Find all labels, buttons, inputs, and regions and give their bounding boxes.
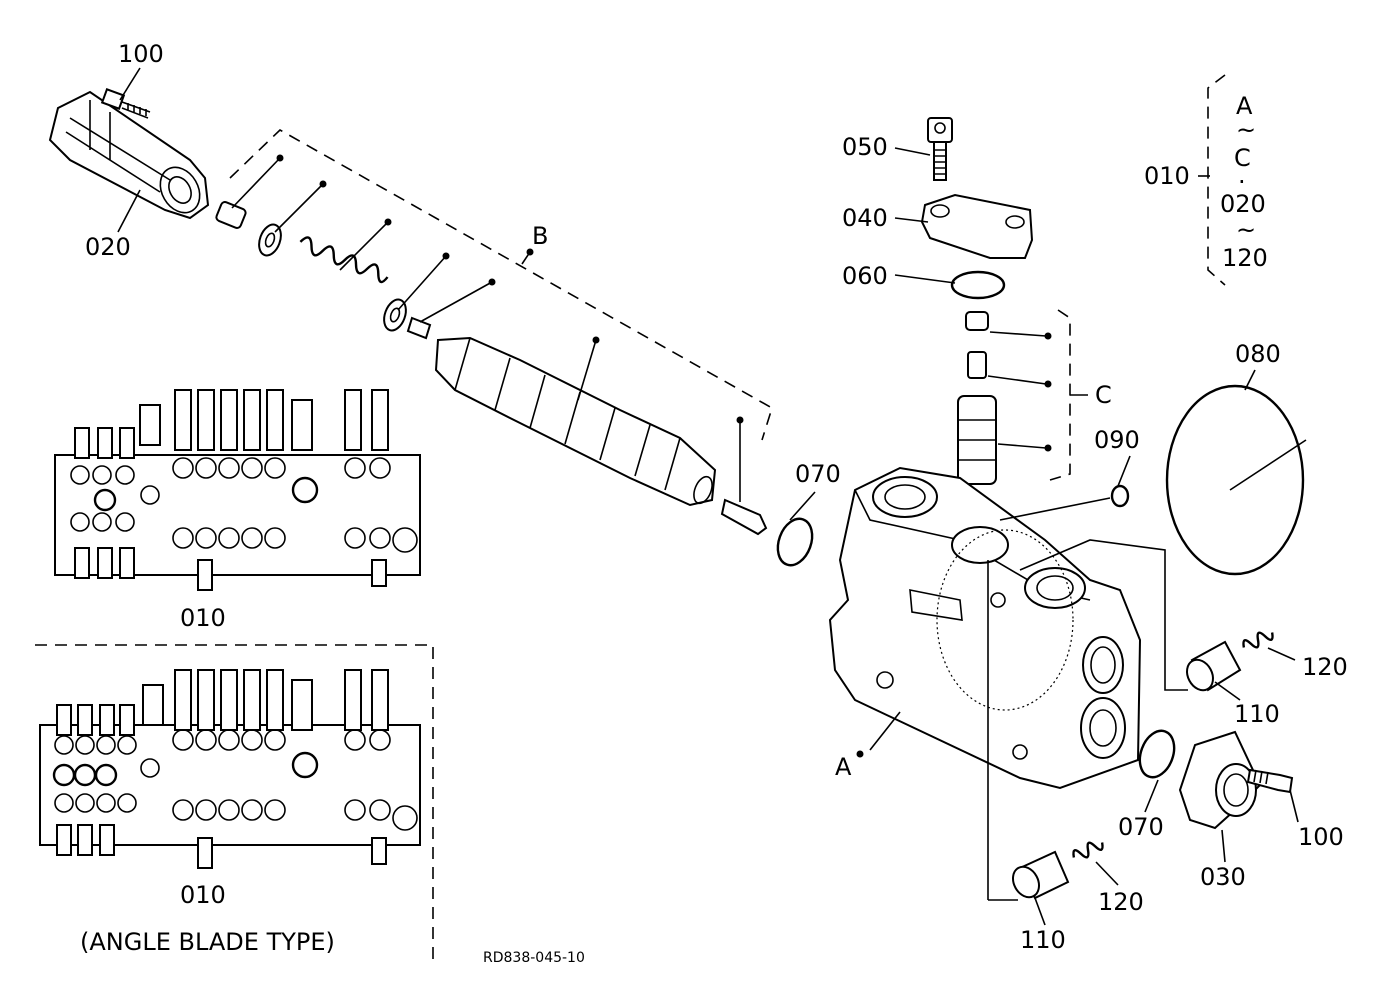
o-ring-090 [1110, 484, 1130, 508]
callout-050: 050 [842, 133, 888, 161]
plug-110-right [1186, 640, 1242, 692]
callout-070-top: 070 [795, 460, 841, 488]
valve-bank-thumbnail-bottom [39, 669, 421, 869]
callout-120-bottom: 120 [1098, 888, 1144, 916]
legend-separator: · [1238, 168, 1246, 196]
o-ring-080 [1165, 384, 1305, 576]
legend-range-end: C [1234, 144, 1251, 172]
o-ring-070-bottom [1138, 729, 1176, 779]
callout-040: 040 [842, 204, 888, 232]
callout-020: 020 [85, 233, 131, 261]
legend-range-start: A [1236, 92, 1253, 120]
callout-100-top: 100 [118, 40, 164, 68]
variant-caption: (ANGLE BLADE TYPE) [80, 928, 335, 956]
bolt-050 [927, 117, 953, 181]
callout-120-right: 120 [1302, 653, 1348, 681]
callout-110-bottom: 110 [1020, 926, 1066, 954]
callout-010-top: 010 [180, 604, 226, 632]
legend-tilde-1: ~ [1236, 116, 1256, 144]
drawing-ref-code: RD838-045-10 [483, 950, 585, 966]
callout-group-c: C [1095, 381, 1112, 409]
callout-group-b: B [532, 222, 548, 250]
leader-lines [117, 67, 1307, 926]
callout-100-right: 100 [1298, 823, 1344, 851]
callout-080: 080 [1235, 340, 1281, 368]
o-ring-060 [950, 270, 1006, 300]
legend-bracket [1207, 74, 1226, 286]
valve-bank-thumbnail-top [54, 389, 421, 591]
callout-010-bottom: 010 [180, 881, 226, 909]
legend-assembly-no: 010 [1144, 162, 1190, 190]
callout-090: 090 [1094, 426, 1140, 454]
callout-group-a: A [835, 753, 852, 781]
legend-tilde-2: ~ [1236, 216, 1256, 244]
spool-assembly-b [215, 129, 773, 536]
flange-030 [1178, 730, 1262, 830]
callout-030: 030 [1200, 863, 1246, 891]
plug-110-bottom [1012, 850, 1070, 900]
bolt-100-top [100, 88, 151, 119]
valve-assembly-c [957, 309, 1088, 485]
spool-cap-020 [48, 90, 210, 220]
callout-070-bottom: 070 [1118, 813, 1164, 841]
spring-120-right [1242, 631, 1274, 649]
legend-range2-start: 020 [1220, 190, 1266, 218]
o-ring-070-top [776, 517, 814, 567]
spring-120-bottom [1072, 841, 1104, 859]
callout-060: 060 [842, 262, 888, 290]
cover-plate-040 [920, 193, 1034, 259]
variant-divider [35, 644, 434, 962]
valve-body-a [828, 466, 1188, 790]
callout-110-right: 110 [1234, 700, 1280, 728]
legend-range2-end: 120 [1222, 244, 1268, 272]
